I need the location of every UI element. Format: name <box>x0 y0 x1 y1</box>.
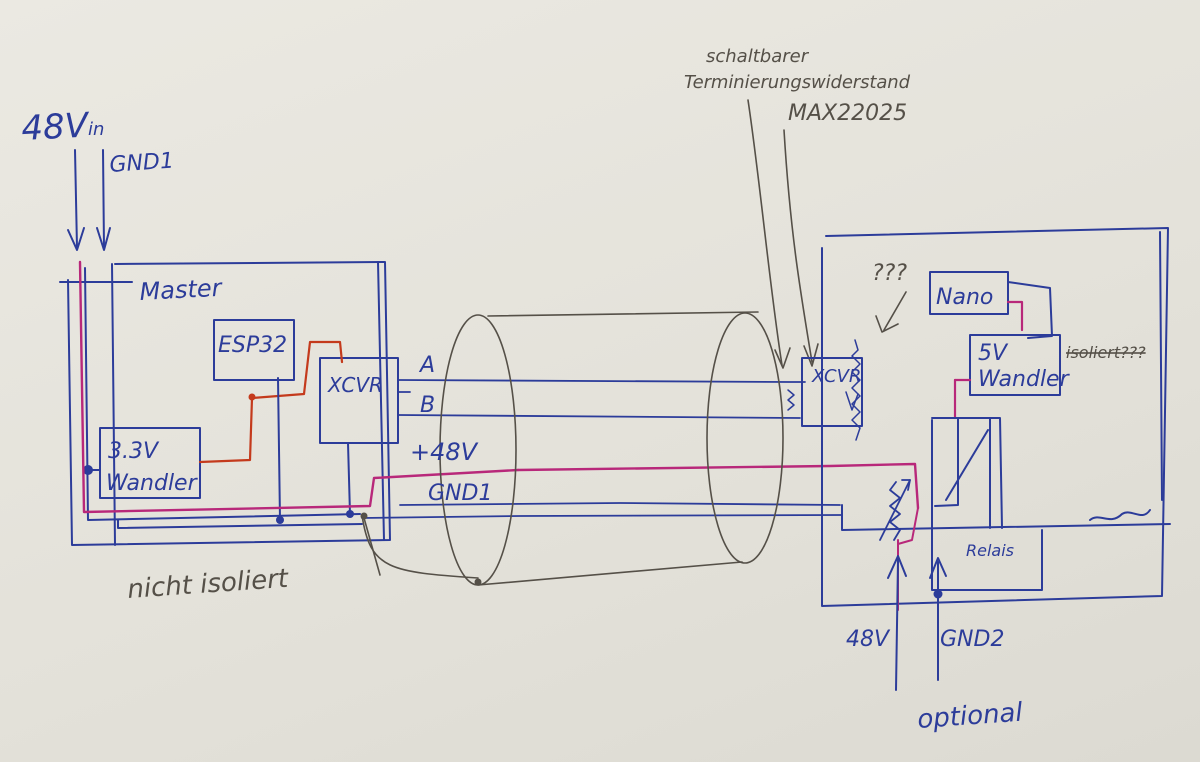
label-nicht-isoliert: nicht isoliert <box>126 564 289 605</box>
label-esp32: ESP32 <box>218 333 287 358</box>
label-optional: optional <box>916 698 1024 735</box>
label-max22025: MAX22025 <box>788 101 907 126</box>
xcvr-slave-box <box>801 357 863 427</box>
label-48v-in-suffix: in <box>88 119 104 140</box>
bottom-arrows <box>887 555 947 691</box>
label-line-48v: +48V <box>410 438 479 466</box>
relais-box <box>931 417 1043 591</box>
label-line-b: B <box>420 393 435 418</box>
label-gnd2: GND2 <box>940 627 1004 652</box>
label-48v-in: 48V <box>20 105 91 149</box>
label-wandler5-line1: 5V <box>978 341 1009 366</box>
variable-resistor <box>897 507 919 611</box>
xcvr-master-box <box>319 357 399 444</box>
qqq-pointer <box>875 291 907 333</box>
label-wandler33-line2: Wandler <box>106 471 199 496</box>
input-arrows <box>67 149 111 251</box>
label-gnd1-top: GND1 <box>109 149 175 178</box>
termination-pointers <box>747 99 819 369</box>
cable-cylinder <box>361 311 784 586</box>
label-master: Master <box>139 274 224 306</box>
power-48v-wire <box>78 260 920 514</box>
slave-box <box>821 227 1169 607</box>
label-line-a: A <box>418 353 435 378</box>
nano-box <box>929 271 1009 315</box>
termination-resistor <box>787 339 861 441</box>
label-isoliert: isoliert??? <box>1066 343 1146 362</box>
slave-wiring <box>841 504 1171 531</box>
label-xcvr-slave: XCVR <box>811 366 861 387</box>
red-wiring <box>198 340 344 464</box>
label-qqq: ??? <box>872 261 907 286</box>
label-xcvr-master: XCVR <box>327 373 383 397</box>
label-nano: Nano <box>936 285 993 310</box>
bus-lines <box>361 379 843 519</box>
label-terminierungswiderstand: Terminierungswiderstand <box>684 72 911 93</box>
label-bottom-48v: 48V <box>846 627 891 652</box>
esp32-box <box>213 319 295 381</box>
master-internal-wiring <box>84 267 363 529</box>
label-wandler5-line2: Wandler <box>978 367 1071 392</box>
junction-red <box>248 393 256 401</box>
label-relais: Relais <box>966 541 1014 560</box>
label-line-gnd1: GND1 <box>428 481 492 506</box>
label-wandler33-line1: 3.3V <box>108 439 160 464</box>
master-box <box>59 261 391 546</box>
wandler-5-box <box>969 334 1061 396</box>
label-schaltbarer: schaltbarer <box>706 46 810 67</box>
